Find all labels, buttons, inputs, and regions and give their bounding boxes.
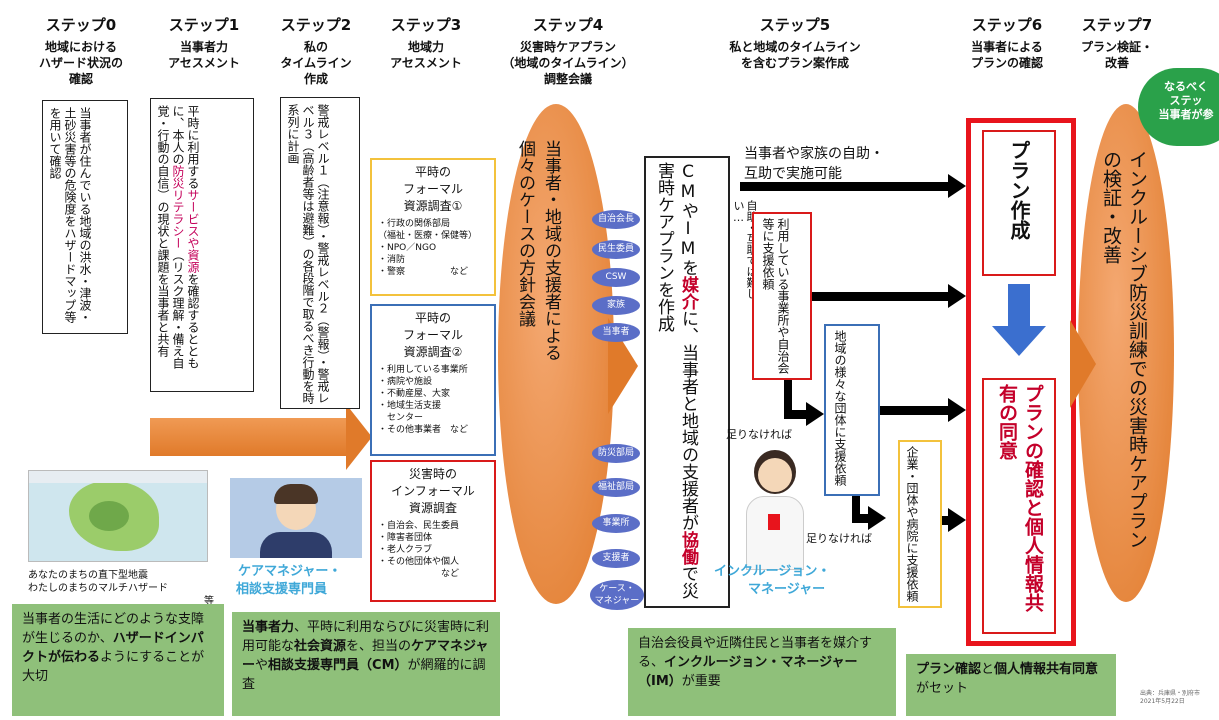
participant-tag: 支援者: [592, 549, 640, 568]
note-step1: 当事者力、平時に利用ならびに災害時に利用可能な社会資源を、担当のケアマネジャーや…: [232, 612, 500, 716]
step1-box: 平時に利用するサービスや資源を確認するとともに、本人の防災リテラシー（リスク理解…: [150, 98, 254, 392]
informal-resources: 災害時の インフォーマル 資源調査 ・自治会、民生委員 ・障害者団体 ・老人クラ…: [370, 460, 496, 602]
step0-box: 当事者が住んでいる地域の洪水・津波・土砂災害等の危険度をハザードマップ等を用いて…: [42, 100, 128, 334]
inclusion-manager-image: [740, 450, 810, 570]
request-box-2: 地域の様々な団体に支援依頼: [824, 324, 880, 496]
step2-header: ステップ2 私の タイムライン 作成: [280, 16, 352, 86]
participant-tag: 民生委員: [592, 240, 640, 259]
formal-resources-2: 平時の フォーマル 資源調査② ・利用している事業所 ・病院や施設 ・不動産屋、…: [370, 304, 496, 456]
meeting-text-2: 当事者・地域の支援者による: [541, 140, 561, 361]
self-help-text: 当事者や家族の自助・ 互助で実施可能: [744, 146, 884, 182]
inclusion-manager-label-2: マネージャー: [748, 582, 826, 597]
step5-main-box: CMやIMを媒介に、当事者と地域の支援者が協働で災害時ケアプランを作成: [644, 156, 730, 608]
plan-confirm-box: プランの確認と個人情報共有の同意: [982, 378, 1056, 634]
request-box-1: 利用している事業所や自治会等に支援依頼: [752, 212, 812, 380]
step0-text: 当事者が住んでいる地域の洪水・津波・土砂災害等の危険度をハザードマップ等を用いて…: [48, 107, 92, 323]
arrow-request-2: [880, 398, 966, 422]
formal-resources-1: 平時の フォーマル 資源調査① ・行政の関係部局 （福祉・医療・保健等） ・NP…: [370, 158, 496, 296]
step2-text: 警戒レベル１（注意報）・警戒レベル２（警報）・警戒レベル３（高齢者等は避難）の各…: [286, 104, 330, 404]
care-manager-label-1: ケアマネジャー・: [238, 564, 342, 579]
note-step6: プラン確認と個人情報共有同意がセット: [906, 654, 1116, 716]
step7-text: インクルーシブ防災訓練での災害時ケアプランの検証・改善: [1100, 150, 1148, 549]
step4-header: ステップ4 災害時ケアプラン （地域のタイムライン） 調整会議: [502, 16, 634, 86]
step5-main-text: CMやIMを媒介に、当事者と地域の支援者が協働で災害時ケアプランを作成: [654, 162, 698, 599]
step2-box: 警戒レベル１（注意報）・警戒レベル２（警報）・警戒レベル３（高齢者等は避難）の各…: [280, 97, 360, 409]
step5-header: ステップ5 私と地域のタイムライン を含むプラン案作成: [729, 16, 861, 70]
connector-1: [784, 380, 792, 418]
step1-header: ステップ1 当事者力 アセスメント: [168, 16, 240, 70]
participant-tag: 防災部局: [592, 444, 640, 463]
participant-tag: 当事者: [592, 323, 640, 342]
down-arrow-head: [992, 326, 1046, 356]
participant-tag: ケース・ マネジャー: [590, 580, 644, 610]
step7-header: ステップ7 プラン検証・ 改善: [1080, 16, 1153, 70]
meeting-text-1: 個々のケースの方針会議: [515, 140, 535, 327]
note-step5: 自治会役員や近隣住民と当事者を媒介する、インクルージョン・マネージャー（IM）が…: [628, 628, 896, 716]
arrow-request-3: [942, 508, 966, 532]
arrow-self-help: [740, 174, 966, 198]
participant-tag: 事業所: [592, 514, 640, 533]
arrow-connector-2: [852, 506, 886, 530]
participant-tag: 福祉部局: [592, 478, 640, 497]
progress-arrow-body: [150, 418, 350, 456]
hazard-map-image: [28, 470, 208, 562]
care-manager-label-2: 相談支援専門員: [236, 582, 328, 597]
request-box-3: 企業・団体や病院に支援依頼: [898, 440, 942, 608]
connector-2: [852, 496, 860, 522]
cloud-text: なるべく ステッ 当事者が参: [1158, 80, 1214, 121]
step3-header: ステップ3 地域力 アセスメント: [390, 16, 462, 70]
progress-arrow-head: [346, 404, 372, 470]
care-manager-image: [230, 478, 362, 558]
credit-text: 出典：兵庫県・別府市 2021年5月22日: [1140, 690, 1201, 705]
map-caption-2: わたしのまちのマルチハザード: [28, 583, 168, 594]
shortage-text-2: 足りなければ: [806, 532, 872, 545]
step6-to-7-arrow: [1070, 320, 1096, 408]
map-caption-3: 等: [204, 596, 214, 607]
step6-header: ステップ6 当事者による プランの確認: [970, 16, 1043, 70]
step0-header: ステップ0 地域における ハザード状況の 確認: [38, 16, 123, 86]
participant-tag: 自治会長: [592, 210, 640, 229]
note-step0: 当事者の生活にどのような支障が生じるのか、ハザードインパクトが伝わるようにするこ…: [12, 604, 224, 716]
participant-tag: CSW: [592, 268, 640, 287]
arrow-connector-1: [784, 402, 824, 426]
map-caption-1: あなたのまちの直下型地震: [28, 570, 148, 581]
plan-create-box: プラン作成: [982, 130, 1056, 276]
step1-text: 平時に利用するサービスや資源を確認するとともに、本人の防災リテラシー（リスク理解…: [156, 105, 200, 369]
inclusion-manager-label-1: インクルージョン・: [714, 564, 831, 579]
shortage-text-1: 足りなければ: [726, 428, 792, 441]
cloud-note: [1138, 68, 1219, 146]
down-arrow-body: [1008, 284, 1030, 328]
participant-tag: 家族: [592, 296, 640, 315]
arrow-request-1: [812, 284, 966, 308]
